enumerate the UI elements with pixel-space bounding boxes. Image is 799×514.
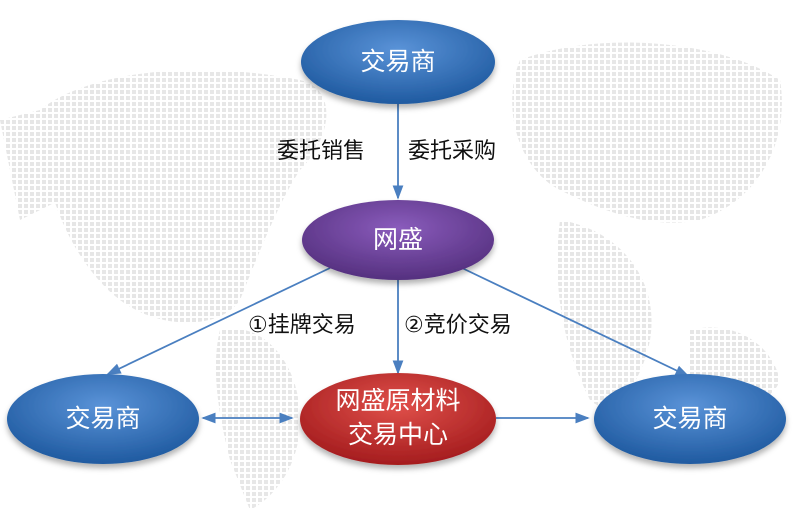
label-bidding-trade: ②竞价交易	[404, 313, 512, 338]
world-map-background	[0, 42, 782, 510]
node-exchange-center-line2: 交易中心	[348, 420, 448, 449]
arrow-wangsheng-to-left-trader	[106, 267, 331, 375]
node-top-trader: 交易商	[301, 20, 495, 104]
node-right-trader-label: 交易商	[652, 404, 727, 433]
node-top-trader-label: 交易商	[360, 47, 435, 76]
node-right-trader: 交易商	[594, 374, 786, 464]
label-consign-buy: 委托采购	[408, 139, 496, 164]
label-listing-trade: ①挂牌交易	[248, 313, 356, 338]
node-exchange-center: 网盛原材料 交易中心	[300, 373, 496, 465]
node-wangsheng: 网盛	[302, 200, 494, 280]
label-consign-sell: 委托销售	[277, 139, 365, 164]
node-left-trader: 交易商	[7, 374, 199, 464]
node-left-trader-label: 交易商	[65, 404, 140, 433]
node-wangsheng-label: 网盛	[373, 225, 423, 254]
arrow-wangsheng-to-right-trader	[461, 267, 690, 377]
connectors	[106, 104, 690, 424]
node-exchange-center-line1: 网盛原材料	[335, 386, 460, 415]
